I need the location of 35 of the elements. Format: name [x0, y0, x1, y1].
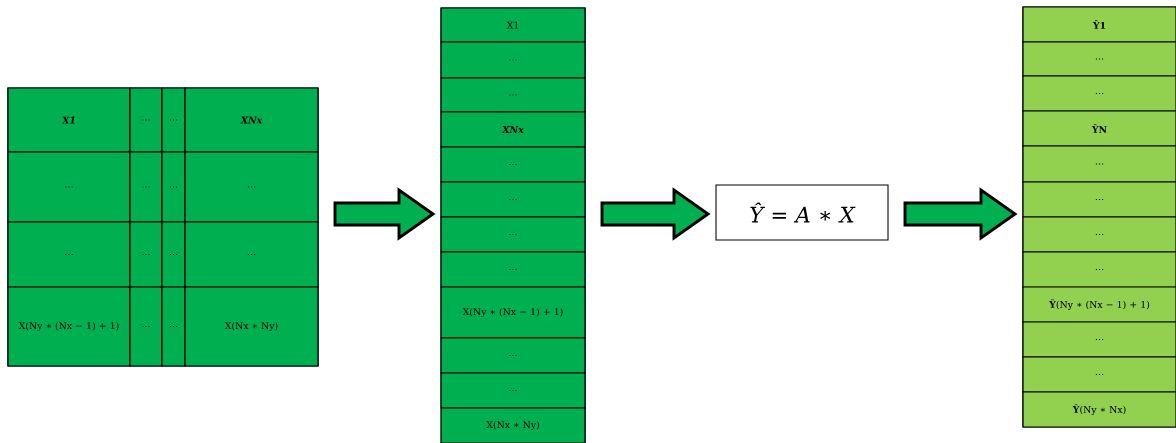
- vector-cell: …: [440, 146, 586, 183]
- vector-cell: Ŷ(Ny ∗ Nx): [1022, 391, 1176, 428]
- matrix-cell: …: [129, 221, 163, 288]
- matrix-cell: …: [161, 286, 186, 367]
- vector-cell: …: [440, 77, 586, 113]
- matrix-cell: …: [161, 87, 186, 153]
- vector-cell: …: [440, 216, 586, 253]
- vector-cell: …: [1022, 41, 1176, 77]
- vector-cell: X(Nx ∗ Ny): [440, 407, 586, 443]
- block-arrow: [333, 187, 436, 241]
- vector-cell: ŶN: [1022, 110, 1176, 147]
- vector-cell: …: [440, 372, 586, 409]
- vector-cell: XNx: [440, 111, 586, 148]
- matrix-cell: …: [129, 151, 163, 223]
- vector-cell: …: [440, 41, 586, 79]
- matrix-cell: …: [129, 87, 163, 153]
- matrix-cell: …: [129, 286, 163, 367]
- block-arrow: [903, 187, 1018, 241]
- matrix-cell: …: [161, 151, 186, 223]
- vector-cell: Ŷ1: [1022, 6, 1176, 43]
- vector-cell: X(Ny ∗ (Nx − 1) + 1): [440, 286, 586, 339]
- vector-cell: X1: [440, 7, 586, 43]
- vector-cell: …: [1022, 216, 1176, 253]
- vector-cell: …: [1022, 145, 1176, 183]
- vector-cell: …: [1022, 356, 1176, 393]
- vector-cell: …: [440, 181, 586, 218]
- vector-cell: …: [1022, 181, 1176, 218]
- vector-cell: …: [1022, 251, 1176, 288]
- vector-cell: …: [1022, 75, 1176, 112]
- block-arrow: [600, 187, 711, 241]
- vector-cell: …: [440, 337, 586, 374]
- vector-cell: …: [1022, 321, 1176, 358]
- vector-cell: Ŷ(Ny ∗ (Nx − 1) + 1): [1022, 286, 1176, 323]
- vector-cell: …: [440, 251, 586, 288]
- formula-box: Ŷ = A ∗ X: [715, 184, 889, 241]
